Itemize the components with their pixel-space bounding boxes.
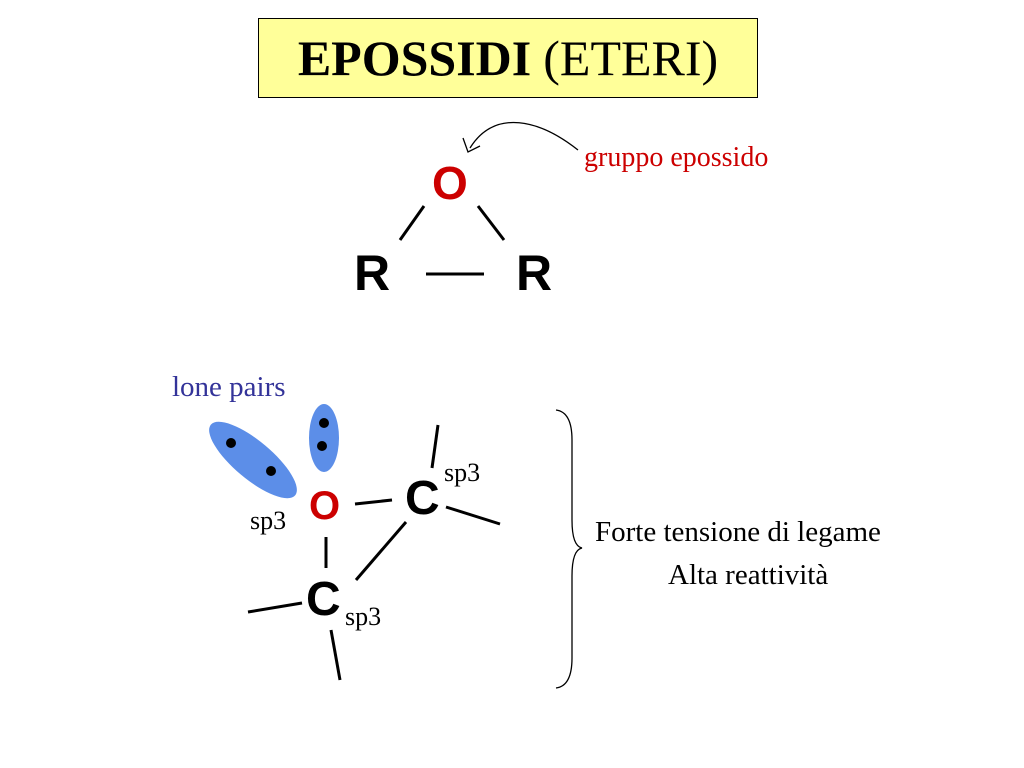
electron-dot (319, 418, 329, 428)
electron-dot (266, 466, 276, 476)
ring-left-group: R (354, 245, 391, 301)
bond-c-upper-substituent-top (430, 424, 440, 469)
annotation-arrowhead (462, 137, 481, 153)
annotation-label: gruppo epossido (584, 142, 769, 173)
lone-pairs-label: lone pairs (172, 371, 286, 403)
bond-o-c-upper (354, 498, 393, 506)
bond-c-c (354, 521, 408, 581)
lone-pair-lobe-top (309, 404, 339, 472)
lone-pair-lobe-left (209, 421, 297, 499)
bond-o-left (398, 205, 426, 241)
bond-c-lower-substituent-bottom (329, 629, 342, 681)
ring-oxygen-atom: O (432, 157, 468, 209)
carbon-upper-hybridization: sp3 (444, 458, 481, 487)
property-high-reactivity: Alta reattività (668, 559, 829, 591)
property-ring-strain: Forte tensione di legame (595, 516, 881, 548)
ring-right-group: R (516, 245, 553, 301)
title-main: EPOSSIDI (297, 30, 532, 86)
title-subtitle: (ETERI) (543, 30, 719, 86)
carbon-upper-atom: C (405, 472, 440, 525)
carbon-lower-atom: C (306, 573, 341, 626)
title-box: EPOSSIDI (ETERI) (258, 18, 758, 98)
curly-brace (555, 409, 583, 689)
electron-dot (226, 438, 236, 448)
bond-o-right (476, 205, 506, 241)
orbital-oxygen-atom: O (309, 484, 341, 528)
oxygen-hybridization: sp3 (250, 506, 287, 535)
bond-c-upper-substituent-right (445, 505, 501, 526)
carbon-lower-hybridization: sp3 (345, 602, 382, 631)
bond-c-lower-substituent-left (247, 601, 303, 614)
annotation-arrow (469, 121, 579, 151)
electron-dot (317, 441, 327, 451)
